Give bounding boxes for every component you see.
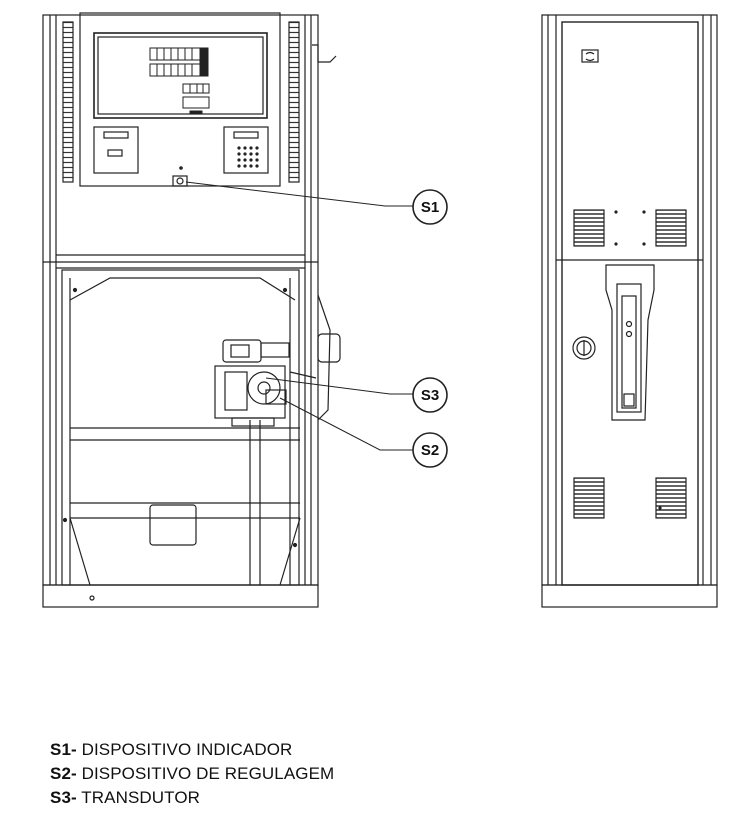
lower-left-grille: [573, 477, 605, 519]
junction-box: [149, 504, 197, 546]
callout-bubble-s3: [412, 377, 448, 413]
callout-label-s3: S3: [421, 387, 439, 404]
front-outer-frame: [42, 14, 319, 586]
keypad-module: [223, 126, 269, 174]
meter-assembly: [214, 294, 341, 427]
legend-code: S2-: [50, 764, 77, 783]
front-base: [42, 584, 319, 608]
indicator-device-s1: [172, 175, 188, 187]
lock-icon: [581, 49, 599, 63]
leader-s3: [265, 377, 413, 395]
front-view: [42, 12, 341, 608]
lower-right-grille: [655, 477, 687, 519]
legend: S1- DISPOSITIVO INDICADOR S2- DISPOSITIV…: [50, 738, 550, 810]
legend-item-s2: S2- DISPOSITIVO DE REGULAGEM: [50, 762, 550, 786]
callout-label-s2: S2: [421, 442, 439, 459]
transducer-s3: [247, 371, 281, 405]
upper-left-grille: [573, 209, 605, 247]
callout-bubble-s2: [412, 432, 448, 468]
legend-text: DISPOSITIVO INDICADOR: [76, 740, 293, 759]
nozzle-hook: [312, 44, 337, 63]
left-vent-strip: [62, 21, 74, 183]
leader-s2: [279, 397, 413, 451]
card-reader-module: [93, 126, 139, 174]
callouts: [185, 181, 448, 468]
callout-label-s1: S1: [421, 199, 439, 216]
display-window: [93, 32, 268, 119]
legend-code: S1-: [50, 740, 77, 759]
keypad-icon: [237, 146, 259, 168]
side-base: [541, 584, 718, 608]
right-vent-strip: [288, 21, 300, 183]
side-outer-frame: [541, 14, 718, 586]
upper-right-grille: [655, 209, 687, 247]
callout-bubble-s1: [412, 189, 448, 225]
fuel-dispenser-drawing: S1 S3 S2: [42, 12, 718, 608]
legend-text: TRANSDUTOR: [76, 788, 201, 807]
legend-code: S3-: [50, 788, 77, 807]
legend-text: DISPOSITIVO DE REGULAGEM: [76, 764, 335, 783]
legend-item-s1: S1- DISPOSITIVO INDICADOR: [50, 738, 550, 762]
leader-s1: [185, 181, 413, 207]
side-view: [541, 14, 718, 608]
keyhole-lock-icon: [572, 336, 596, 360]
legend-item-s3: S3- TRANSDUTOR: [50, 786, 550, 810]
nozzle-holder: [605, 264, 655, 421]
display-digits: [149, 47, 210, 115]
regulating-device-s2: [265, 389, 287, 405]
